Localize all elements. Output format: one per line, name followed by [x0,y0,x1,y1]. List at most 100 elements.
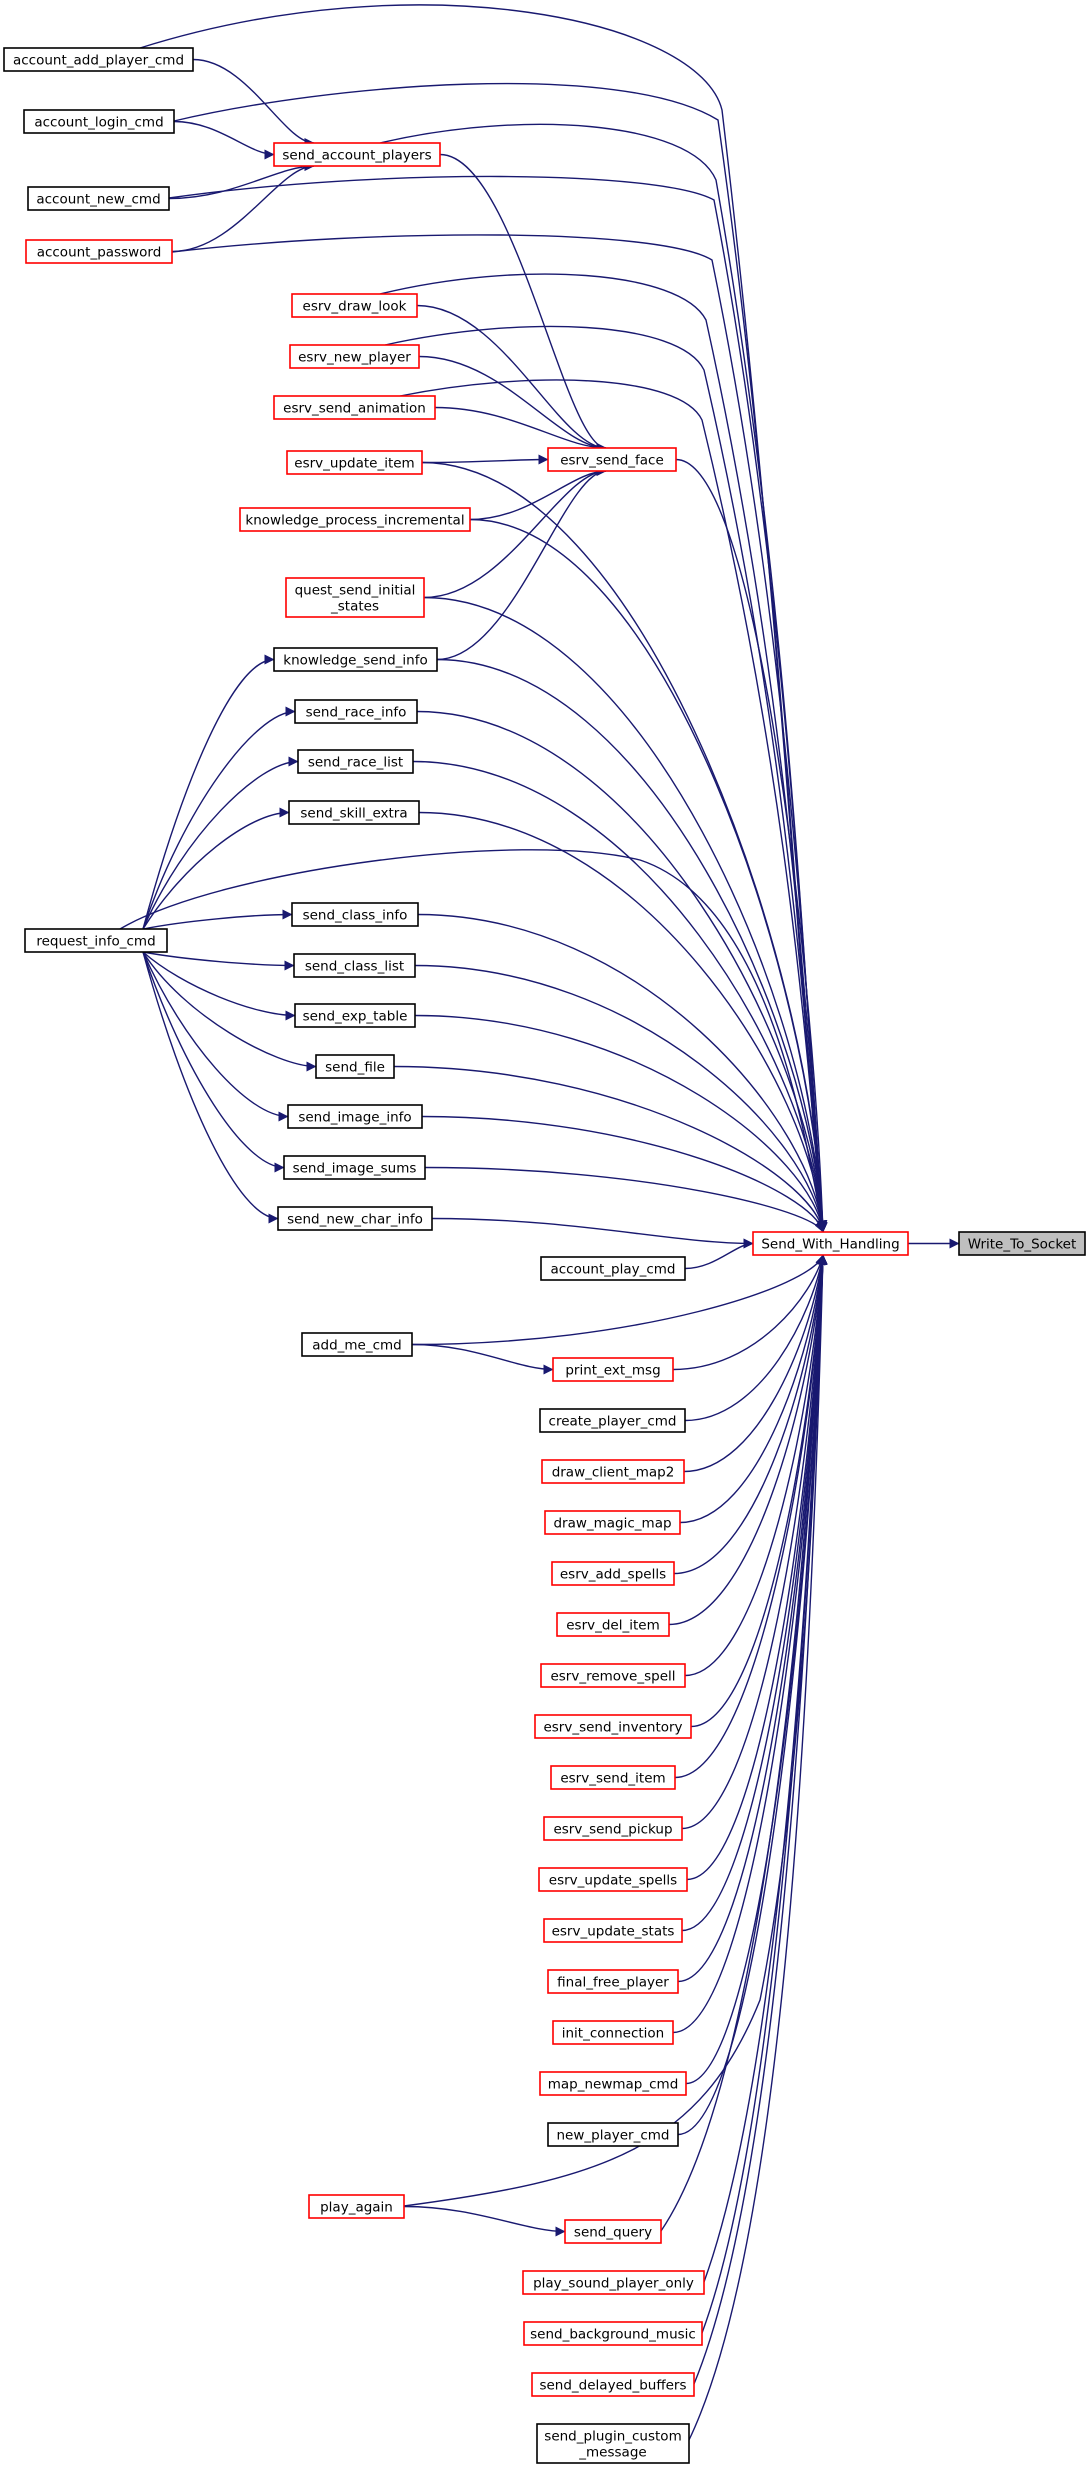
node-esrv-send-inventory[interactable]: esrv_send_inventory [534,1714,692,1739]
node-send-race-info[interactable]: send_race_info [294,699,418,724]
node-map-newmap-cmd[interactable]: map_newmap_cmd [539,2071,687,2096]
node-send-exp-table[interactable]: send_exp_table [294,1003,416,1028]
node-label: send_delayed_buffers [539,2378,686,2394]
edge-draw_magic_map-to-Send_With_Handling [679,1254,827,1524]
node-send-skill-extra[interactable]: send_skill_extra [288,800,420,825]
node-label: send_image_sums [293,1161,417,1177]
edge-esrv_update_item-to-Send_With_Handling [421,461,828,1233]
node-account-password[interactable]: account_password [25,239,173,264]
node-final-free-player[interactable]: final_free_player [547,1969,679,1994]
node-new-player-cmd[interactable]: new_player_cmd [547,2122,679,2147]
node-send-race-list[interactable]: send_race_list [297,749,414,774]
node-esrv-draw-look[interactable]: esrv_draw_look [291,293,418,318]
node-print-ext-msg[interactable]: print_ext_msg [552,1357,674,1382]
node-esrv-add-spells[interactable]: esrv_add_spells [551,1561,675,1586]
node-quest-send-initial-states[interactable]: quest_send_initial_states [285,577,425,618]
node-send-class-list[interactable]: send_class_list [293,953,416,978]
node-box [291,902,419,927]
node-init-connection[interactable]: init_connection [552,2020,674,2045]
node-send-background-music[interactable]: send_background_music [523,2321,703,2346]
node-label: account_add_player_cmd [13,53,184,69]
edge-send_image_sums-to-Send_With_Handling [424,1166,824,1233]
node-write-to-socket[interactable]: Write_To_Socket [958,1231,1086,1256]
node-send-image-info[interactable]: send_image_info [287,1104,423,1129]
node-esrv-del-item[interactable]: esrv_del_item [556,1612,670,1637]
node-send-delayed-buffers[interactable]: send_delayed_buffers [531,2372,695,2397]
edge-request_info_cmd-to-knowledge_send_info [142,654,275,930]
node-account-login-cmd[interactable]: account_login_cmd [23,109,175,134]
node-box [308,2194,405,2219]
edge-account_password-to-Send_With_Handling [171,234,828,1231]
node-box [3,47,194,72]
node-label: esrv_new_player [298,350,411,366]
node-account-new-cmd[interactable]: account_new_cmd [27,186,170,211]
node-box [293,953,416,978]
node-box [273,647,438,672]
node-add-me-cmd[interactable]: add_me_cmd [301,1332,413,1357]
node-send-account-players[interactable]: send_account_players [273,142,441,167]
node-request-info-cmd[interactable]: request_info_cmd [24,928,168,953]
node-play-again[interactable]: play_again [308,2194,405,2219]
edge-account_login_cmd-to-Send_With_Handling [173,82,828,1231]
edge-send_exp_table-to-Send_With_Handling [414,1014,827,1233]
node-draw-client-map2[interactable]: draw_client_map2 [541,1459,685,1484]
edge-play_again-to-send_query [403,2205,566,2237]
node-esrv-update-spells[interactable]: esrv_update_spells [538,1867,688,1892]
node-label: new_player_cmd [557,2128,670,2144]
node-send-class-info[interactable]: send_class_info [291,902,419,927]
node-box [289,344,420,369]
node-send-with-handling[interactable]: Send_With_Handling [752,1231,909,1256]
node-label: esrv_del_item [566,1618,660,1634]
edge-add_me_cmd-to-Send_With_Handling [411,1254,825,1346]
edge-init_connection-to-Send_With_Handling [672,1254,828,2034]
node-play-sound-player-only[interactable]: play_sound_player_only [522,2270,705,2295]
edge-account_login_cmd-to-send_account_players [173,120,275,160]
node-esrv-new-player[interactable]: esrv_new_player [289,344,420,369]
edge-request_info_cmd-to-send_race_info [142,706,296,930]
node-esrv-send-item[interactable]: esrv_send_item [550,1765,676,1790]
edge-account_new_cmd-to-Send_With_Handling [168,175,828,1231]
node-esrv-send-pickup[interactable]: esrv_send_pickup [543,1816,683,1841]
node-box [27,186,170,211]
edge-knowledge_send_info-to-esrv_send_face [436,466,607,661]
node-label: _message [578,2445,646,2461]
node-knowledge-send-info[interactable]: knowledge_send_info [273,647,438,672]
node-label: draw_client_map2 [552,1465,675,1481]
node-account-add-player-cmd[interactable]: account_add_player_cmd [3,47,194,72]
edge-account_add_player_cmd-to-send_account_players [192,58,315,148]
node-label: send_query [574,2225,652,2241]
node-label: send_new_char_info [287,1212,423,1228]
edge-send_background_music-to-Send_With_Handling [701,1254,828,2334]
node-send-query[interactable]: send_query [564,2219,662,2244]
node-label: account_new_cmd [36,192,160,208]
node-box [538,1867,688,1892]
node-esrv-update-stats[interactable]: esrv_update_stats [543,1918,683,1943]
node-box [547,447,677,472]
edge-send_skill_extra-to-Send_With_Handling [418,811,828,1233]
node-box [531,2372,695,2397]
node-label: esrv_draw_look [303,299,407,315]
node-label: send_file [325,1060,385,1076]
edge-esrv_send_face-to-Send_With_Handling [675,458,828,1233]
node-send-plugin-custom-message[interactable]: send_plugin_custom_message [536,2423,690,2464]
edge-print_ext_msg-to-Send_With_Handling [672,1254,826,1371]
node-send-image-sums[interactable]: send_image_sums [283,1155,426,1180]
node-send-new-char-info[interactable]: send_new_char_info [277,1206,433,1231]
edge-send_class_list-to-Send_With_Handling [414,964,827,1233]
node-esrv-remove-spell[interactable]: esrv_remove_spell [540,1663,686,1688]
node-box [547,2122,679,2147]
node-esrv-update-item[interactable]: esrv_update_item [286,450,423,475]
node-draw-magic-map[interactable]: draw_magic_map [544,1510,681,1535]
node-box [297,749,414,774]
node-label: account_play_cmd [550,1262,675,1278]
node-account-play-cmd[interactable]: account_play_cmd [540,1256,686,1281]
edge-send_account_players-to-Send_With_Handling [379,123,828,1231]
node-create-player-cmd[interactable]: create_player_cmd [539,1408,686,1433]
node-esrv-send-face[interactable]: esrv_send_face [547,447,677,472]
node-knowledge-process-incremental[interactable]: knowledge_process_incremental [239,507,471,532]
node-send-file[interactable]: send_file [315,1054,395,1079]
edge-send_race_list-to-Send_With_Handling [412,760,828,1233]
node-esrv-send-animation[interactable]: esrv_send_animation [273,395,436,420]
edge-esrv_send_animation-to-esrv_send_face [434,406,607,453]
